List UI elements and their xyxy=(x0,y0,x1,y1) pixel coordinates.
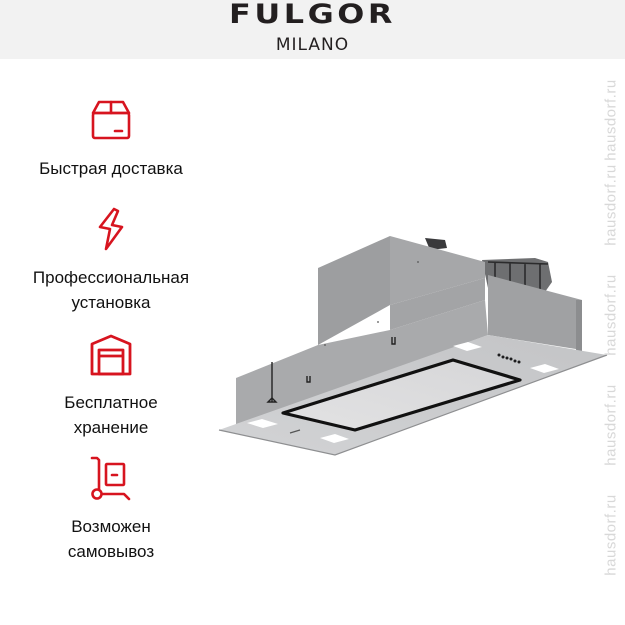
led-lights xyxy=(247,342,559,443)
mounting-brackets xyxy=(266,337,396,403)
feature-label: Профессиональная xyxy=(32,268,190,287)
feature-label: Быстрая доставка xyxy=(39,159,183,178)
watermark-text: hausdorf.ru xyxy=(602,164,620,246)
watermark-text: hausdorf.ru xyxy=(602,384,620,466)
feature-label: Возможен xyxy=(71,517,151,536)
product-hood-image xyxy=(218,236,608,456)
feature-free-storage: Бесплатное хранение xyxy=(0,330,222,440)
box-icon xyxy=(91,100,131,140)
feature-fast-delivery: Быстрая доставка xyxy=(0,96,222,181)
feature-self-pickup: Возможен самовывоз xyxy=(0,454,222,564)
feature-label: хранение xyxy=(73,418,149,437)
watermark-text: hausdorf.ru xyxy=(602,274,620,356)
watermark-text: hausdorf.ru xyxy=(602,79,620,161)
feature-professional-installation: Профессиональная установка xyxy=(0,205,222,315)
watermark-text: hausdorf.ru xyxy=(602,494,620,576)
hand-truck-icon xyxy=(90,456,131,501)
warehouse-icon xyxy=(90,334,132,376)
feature-label: самовывоз xyxy=(67,542,155,561)
brand-header: FULGOR MILANO xyxy=(0,0,625,59)
brand-logo-subtitle: MILANO xyxy=(275,35,350,55)
watermark: hausdorf.ru hausdorf.ru hausdorf.ru haus… xyxy=(597,0,625,625)
control-buttons xyxy=(497,353,521,364)
lightning-icon xyxy=(98,207,124,251)
brand-logo-name: FULGOR xyxy=(229,0,396,30)
feature-label: Бесплатное xyxy=(64,393,158,412)
feature-label: установка xyxy=(71,293,151,312)
